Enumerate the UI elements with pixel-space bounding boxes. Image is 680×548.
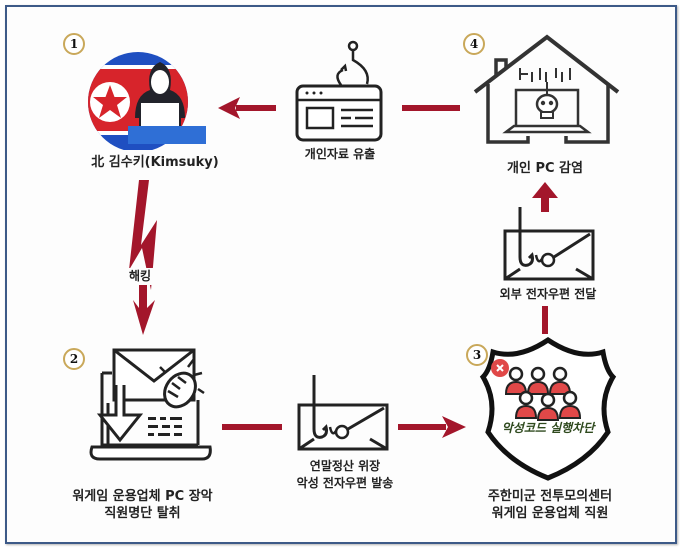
node-2-label-line2: 직원명단 탈취 [104, 506, 181, 521]
laptop-bug-email-icon [89, 348, 212, 461]
node-1-label: 北 김수키(Kimsuky) [91, 155, 219, 170]
edge-1-2-label: 해킹 [120, 268, 160, 285]
node-3-label: 주한미군 전투모의센터 워게임 운용업체 직원 [470, 488, 630, 522]
house-infected-laptop-icon [473, 34, 620, 144]
step-number-1: 1 [63, 33, 85, 55]
node-4-label: 개인 PC 감염 [507, 161, 583, 176]
edge-2-3-label-line2: 악성 전자우편 발송 [296, 476, 394, 490]
edge-4-1-label: 개인자료 유출 [304, 147, 376, 161]
shield-people-icon [479, 336, 617, 481]
step-number-3: 3 [466, 344, 488, 366]
phishing-email-icon-right [503, 207, 595, 281]
step-number-4: 4 [463, 33, 485, 55]
arrow-to-shield [398, 416, 466, 438]
phishing-email-icon-center [297, 375, 389, 451]
edge-2-3-label: 연말정산 위장 악성 전자우편 발송 [275, 458, 415, 492]
arrow-up-to-house [532, 182, 558, 212]
node-2-label-line1: 워게임 운용업체 PC 장악 [72, 489, 213, 504]
arrow-line-shield-up [542, 306, 548, 334]
edge-3-4-label: 외부 전자우편 전달 [499, 287, 597, 301]
phishing-browser-icon [295, 40, 383, 142]
arrow-to-kimsuky [218, 97, 276, 119]
node-3-label-line1: 주한미군 전투모의센터 [487, 489, 613, 504]
edge-2-3-label-line1: 연말정산 위장 [309, 459, 381, 473]
node-3-label-line2: 워게임 운용업체 직원 [491, 506, 609, 521]
shield-badge-text: 악성코드 실행차단 [501, 421, 595, 435]
arrow-line-house [402, 105, 460, 111]
arrow-line-laptop [222, 424, 282, 430]
lightning-icon [129, 180, 157, 335]
step-number-2: 2 [63, 348, 85, 370]
hacker-flag-icon [88, 52, 206, 150]
node-2-label: 워게임 운용업체 PC 장악 직원명단 탈취 [55, 488, 230, 522]
